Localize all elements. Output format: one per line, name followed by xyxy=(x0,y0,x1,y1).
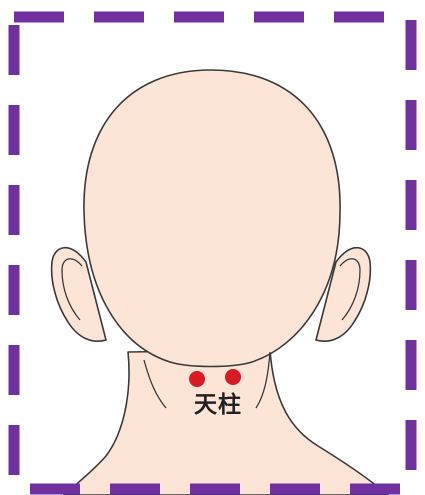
acupoint-right-dot xyxy=(225,369,241,385)
head-back xyxy=(84,70,340,367)
acupoint-label: 天柱 xyxy=(178,391,258,419)
neck-shoulders xyxy=(64,350,388,495)
acupoint-left-dot xyxy=(189,371,205,387)
